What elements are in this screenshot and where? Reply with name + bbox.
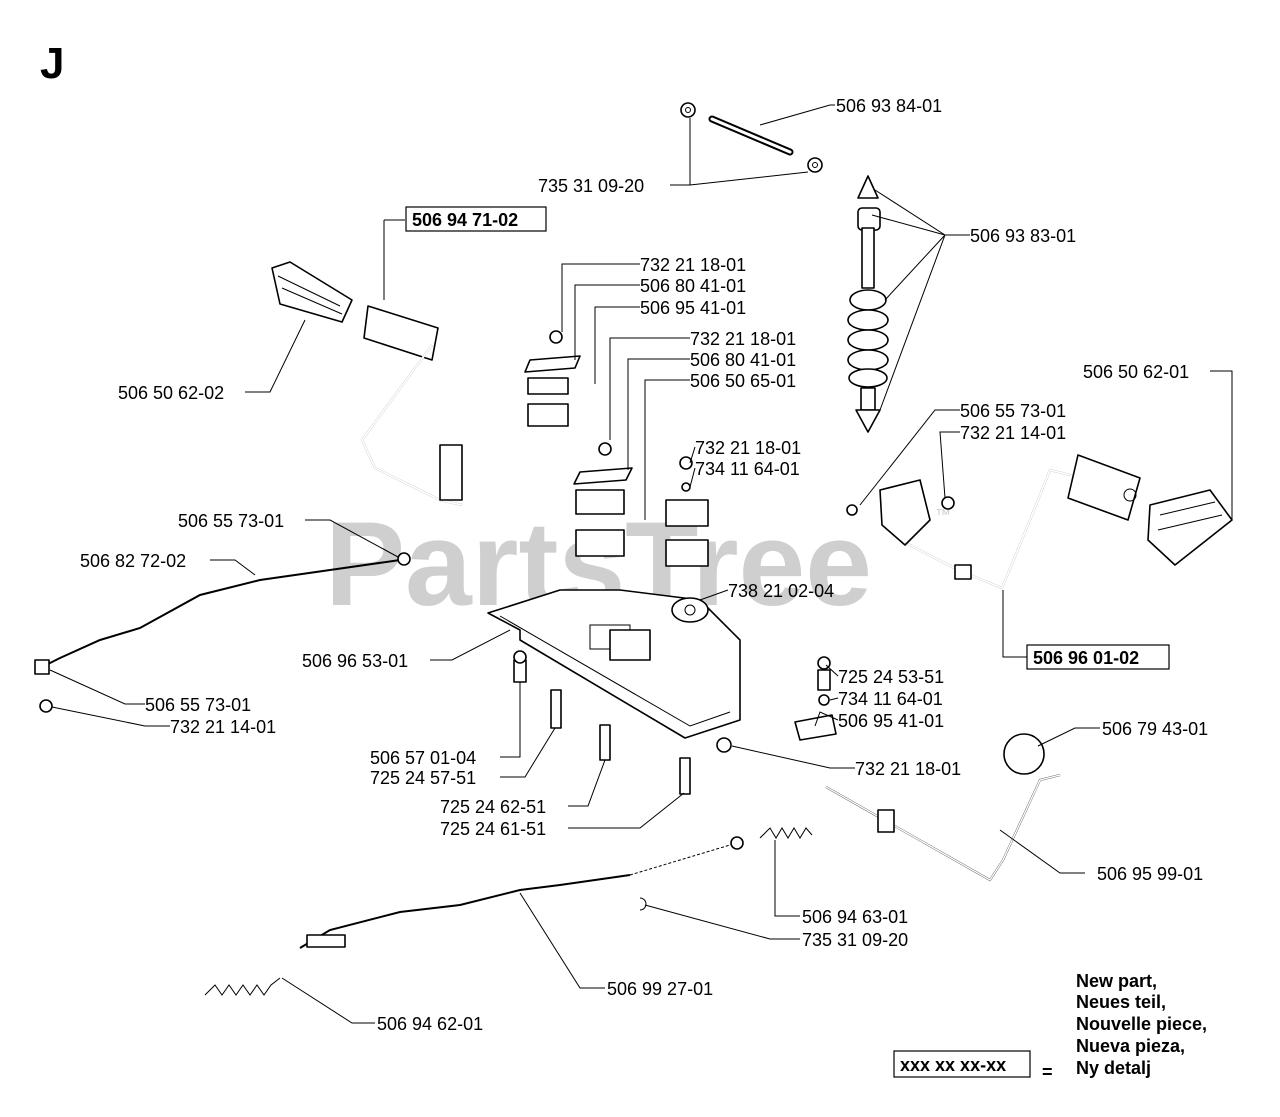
bolt-part-2[interactable] bbox=[550, 689, 562, 729]
lower-cable-part[interactable] bbox=[299, 836, 744, 949]
part-label[interactable]: 725 24 57-51 bbox=[370, 768, 476, 788]
part-label[interactable]: 732 21 18-01 bbox=[640, 255, 746, 275]
part-label[interactable]: 735 31 09-20 bbox=[538, 176, 644, 196]
part-label-new[interactable]: 506 94 71-02 bbox=[412, 210, 518, 230]
part-label[interactable]: 732 21 14-01 bbox=[960, 423, 1066, 443]
part-label[interactable]: 506 95 41-01 bbox=[838, 711, 944, 731]
part-label[interactable]: 506 55 73-01 bbox=[145, 695, 251, 715]
new-part-box bbox=[405, 206, 547, 232]
part-label[interactable]: 732 21 18-01 bbox=[855, 759, 961, 779]
part-label[interactable]: 506 96 53-01 bbox=[302, 651, 408, 671]
part-label[interactable]: 506 93 84-01 bbox=[836, 96, 942, 116]
pin-part[interactable] bbox=[708, 115, 794, 156]
clamp-blocks-middle[interactable] bbox=[573, 442, 633, 557]
part-label[interactable]: 506 57 01-04 bbox=[370, 748, 476, 768]
part-label[interactable]: 734 11 64-01 bbox=[838, 689, 943, 709]
part-label[interactable]: 506 80 41-01 bbox=[640, 276, 746, 296]
spring-part-lower[interactable] bbox=[204, 977, 281, 996]
bolt-part-1[interactable] bbox=[513, 650, 527, 683]
part-label[interactable]: 506 82 72-02 bbox=[80, 551, 186, 571]
part-label-new[interactable]: 506 96 01-02 bbox=[1033, 648, 1139, 668]
legend-line: Ny detalj bbox=[1076, 1058, 1151, 1078]
part-label[interactable]: 732 21 18-01 bbox=[695, 438, 801, 458]
clamp-blocks-left[interactable] bbox=[524, 330, 581, 427]
nut-part-plate[interactable] bbox=[716, 737, 732, 753]
rod-part[interactable] bbox=[825, 774, 1061, 882]
clip-part-top-2[interactable] bbox=[807, 157, 823, 173]
part-label[interactable]: 506 79 43-01 bbox=[1102, 719, 1208, 739]
legend-line: Nueva pieza, bbox=[1076, 1036, 1185, 1056]
clamp-blocks-right[interactable] bbox=[665, 456, 709, 567]
part-label[interactable]: 506 80 41-01 bbox=[690, 350, 796, 370]
legend-sample: xxx xx xx-xx bbox=[900, 1055, 1006, 1075]
legend: New part, Neues teil, Nouvelle piece, Nu… bbox=[893, 971, 1207, 1082]
part-label[interactable]: 506 95 99-01 bbox=[1097, 864, 1203, 884]
shock-absorber-part[interactable] bbox=[847, 175, 889, 433]
leader-lines bbox=[49, 104, 1233, 1024]
new-part-box bbox=[1026, 644, 1170, 670]
part-label[interactable]: 738 21 02-04 bbox=[728, 581, 834, 601]
part-label[interactable]: 506 50 62-01 bbox=[1083, 362, 1189, 382]
part-label[interactable]: 725 24 53-51 bbox=[838, 667, 944, 687]
bolt-part-3[interactable] bbox=[599, 724, 611, 761]
legend-line: Nouvelle piece, bbox=[1076, 1014, 1207, 1034]
right-pedal-arm-part[interactable] bbox=[879, 454, 1141, 590]
part-label[interactable]: 506 50 62-02 bbox=[118, 383, 224, 403]
legend-sample-box bbox=[893, 1050, 1031, 1078]
legend-line: Neues teil, bbox=[1076, 992, 1166, 1012]
part-label[interactable]: 506 55 73-01 bbox=[960, 401, 1066, 421]
e-clip-part[interactable] bbox=[639, 897, 647, 911]
part-label[interactable]: 506 94 62-01 bbox=[377, 1014, 483, 1034]
base-plate-part[interactable] bbox=[487, 589, 741, 739]
right-bolt-part[interactable] bbox=[846, 496, 955, 516]
left-cable-part[interactable] bbox=[34, 552, 411, 713]
bolt-part-4[interactable] bbox=[679, 757, 691, 795]
part-label[interactable]: 506 94 63-01 bbox=[802, 907, 908, 927]
left-pedal-pad-part[interactable] bbox=[271, 261, 353, 323]
bracket-part[interactable] bbox=[794, 656, 837, 741]
part-label[interactable]: 734 11 64-01 bbox=[695, 459, 800, 479]
part-label[interactable]: 506 55 73-01 bbox=[178, 511, 284, 531]
part-label[interactable]: 735 31 09-20 bbox=[802, 930, 908, 950]
part-label[interactable]: 506 99 27-01 bbox=[607, 979, 713, 999]
part-label[interactable]: 506 93 83-01 bbox=[970, 226, 1076, 246]
part-label[interactable]: 506 50 65-01 bbox=[690, 371, 796, 391]
part-label[interactable]: 732 21 14-01 bbox=[170, 717, 276, 737]
right-pedal-pad-part[interactable] bbox=[1147, 489, 1233, 566]
legend-line: New part, bbox=[1076, 971, 1157, 991]
section-letter: J bbox=[40, 39, 64, 88]
part-label[interactable]: 725 24 61-51 bbox=[440, 819, 546, 839]
part-labels: 506 93 84-01 735 31 09-20 506 94 71-02 5… bbox=[80, 96, 1208, 1034]
part-label[interactable]: 725 24 62-51 bbox=[440, 797, 546, 817]
knob-part[interactable] bbox=[1003, 733, 1045, 775]
legend-equals: = bbox=[1042, 1062, 1053, 1082]
watermark-tm: ™ bbox=[935, 507, 951, 524]
clip-part-top-1[interactable] bbox=[680, 102, 696, 118]
part-label[interactable]: 506 95 41-01 bbox=[640, 298, 746, 318]
spring-part-upper[interactable] bbox=[759, 827, 813, 839]
left-pedal-arm-part[interactable] bbox=[360, 305, 463, 506]
part-label[interactable]: 732 21 18-01 bbox=[690, 329, 796, 349]
